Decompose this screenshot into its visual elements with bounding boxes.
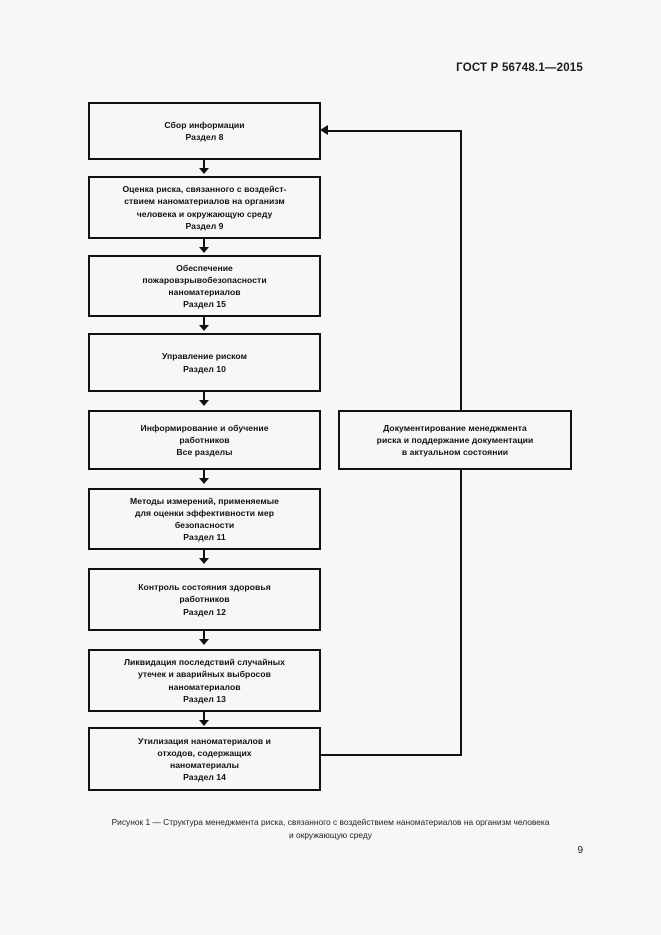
node-line: Обеспечение: [176, 262, 233, 273]
node-line: отходов, содержащих: [157, 747, 252, 758]
arrow-down-icon: [199, 247, 209, 253]
node-line: для оценки эффективности мер: [134, 507, 275, 518]
connector-n1-n2: [203, 160, 205, 170]
node-line: риска и поддержание документации: [376, 434, 534, 445]
node-section-label: Раздел 14: [183, 772, 226, 783]
figure-caption-line-2: и окружающую среду: [289, 830, 372, 841]
figure-caption-line-1: Рисунок 1 — Структура менеджмента риска,…: [111, 817, 550, 827]
flow-node-spill-emergency-response: Ликвидация последствий случайных утечек …: [88, 649, 321, 712]
connector-n4-n5: [203, 392, 205, 402]
figure-caption: Рисунок 1 — Структура менеджмента риска,…: [45, 816, 616, 842]
node-section-label: Все разделы: [176, 447, 233, 458]
feedback-loop-arrowhead-icon: [320, 125, 328, 135]
node-line: Контроль состояния здоровья: [138, 582, 271, 593]
node-line: работников: [179, 594, 230, 605]
node-line: Оценка риска, связанного с воздейст-: [122, 184, 287, 195]
arrow-down-icon: [199, 325, 209, 331]
node-section-label: Раздел 9: [185, 220, 224, 231]
node-section-label: Раздел 8: [185, 132, 224, 142]
arrow-down-icon: [199, 558, 209, 564]
node-line: Сбор информации: [164, 119, 245, 130]
flow-node-risk-assessment: Оценка риска, связанного с воздейст- ств…: [88, 176, 321, 239]
page-number: 9: [577, 845, 583, 856]
flow-node-worker-health-monitoring: Контроль состояния здоровья работников Р…: [88, 568, 321, 631]
node-line: Управление риском: [161, 351, 248, 362]
feedback-loop-top-segment: [327, 130, 462, 132]
node-section-label: Раздел 12: [183, 606, 226, 617]
flow-node-measurement-methods: Методы измерений, применяемые для оценки…: [88, 488, 321, 550]
connector-n3-n4: [203, 317, 205, 327]
connector-n7-n8: [203, 631, 205, 641]
node-line: Ликвидация последствий случайных: [123, 657, 286, 668]
flow-node-fire-explosion-safety: Обеспечение пожаровзрывобезопасности нан…: [88, 255, 321, 317]
arrow-down-icon: [199, 478, 209, 484]
node-section-label: Раздел 15: [183, 299, 226, 310]
flow-node-disposal-of-nanomaterials: Утилизация наноматериалов и отходов, сод…: [88, 727, 321, 791]
node-line: Методы измерений, применяемые: [130, 495, 279, 506]
node-line: утечек и аварийных выбросов: [137, 669, 271, 680]
node-section-label: Раздел 10: [183, 363, 226, 374]
connector-n6-n7: [203, 550, 205, 560]
feedback-loop-bottom-segment: [320, 754, 462, 756]
arrow-down-icon: [199, 400, 209, 406]
standard-designation-header: ГОСТ Р 56748.1—2015: [456, 62, 583, 74]
node-line: наноматериалов: [168, 287, 241, 297]
node-line: Информирование и обучение: [140, 422, 269, 433]
node-line: работников: [179, 434, 230, 445]
node-line: Утилизация наноматериалов и: [137, 735, 271, 746]
connector-n5-n6: [203, 470, 205, 480]
node-line: Документирование менеджмента: [383, 422, 527, 433]
node-line: в актуальном состоянии: [401, 447, 509, 458]
node-line: безопасности: [174, 520, 235, 530]
flow-node-worker-information-training: Информирование и обучение работников Все…: [88, 410, 321, 470]
node-section-label: Раздел 11: [183, 532, 226, 543]
node-line: ствием наноматериалов на организм: [124, 196, 285, 207]
node-line: пожаровзрывобезопасности: [142, 274, 267, 285]
node-line: наноматериалы: [169, 760, 240, 770]
connector-n8-n9: [203, 712, 205, 722]
flow-node-risk-management: Управление риском Раздел 10: [88, 333, 321, 392]
flow-node-risk-management-documentation: Документирование менеджмента риска и под…: [338, 410, 572, 470]
arrow-down-icon: [199, 720, 209, 726]
node-line: человека и окружающую среду: [136, 208, 273, 219]
node-section-label: Раздел 13: [183, 693, 226, 704]
arrow-down-icon: [199, 639, 209, 645]
flow-node-collect-information: Сбор информации Раздел 8: [88, 102, 321, 160]
node-line: наноматериалов: [168, 681, 241, 692]
connector-n2-n3: [203, 239, 205, 249]
arrow-down-icon: [199, 168, 209, 174]
